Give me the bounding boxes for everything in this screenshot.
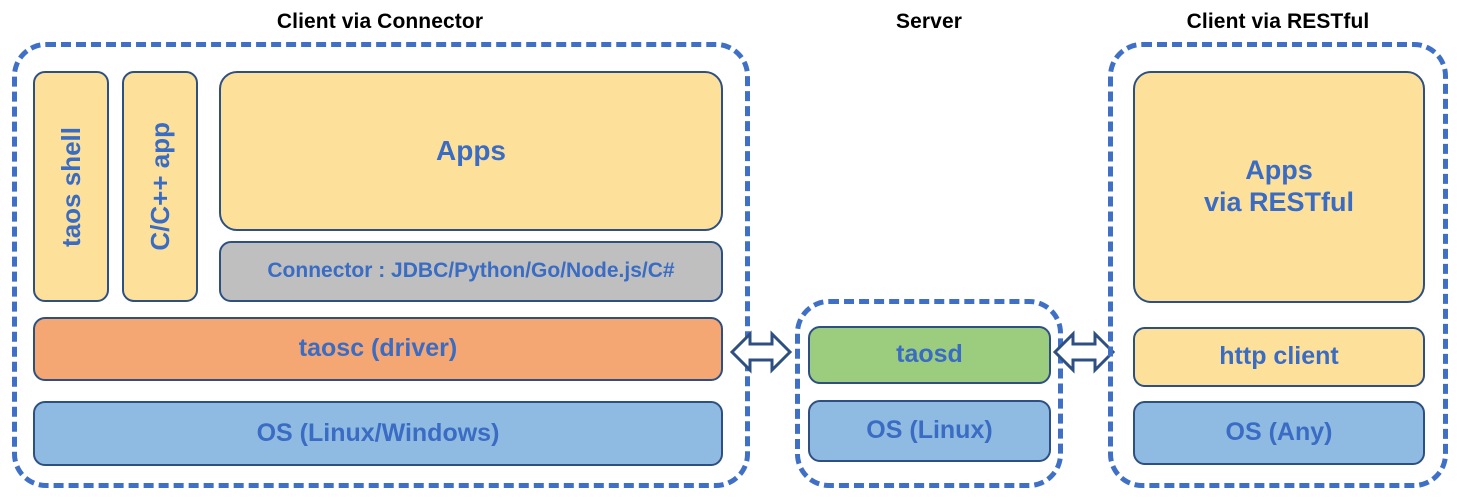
box-taosd[interactable]: taosd	[808, 326, 1051, 384]
box-c-cpp-app-label: C/C++ app	[144, 122, 175, 251]
section-title-server: Server	[896, 10, 962, 33]
double-arrow-icon-client-connector-to-server	[729, 322, 793, 382]
box-os-any[interactable]: OS (Any)	[1133, 401, 1425, 465]
box-os-linux-windows-label: OS (Linux/Windows)	[256, 418, 500, 447]
box-os-linux[interactable]: OS (Linux)	[808, 400, 1051, 462]
box-taos-shell[interactable]: taos shell	[33, 71, 109, 302]
box-taosd-label: taosd	[896, 340, 963, 369]
box-taosc-driver[interactable]: taosc (driver)	[33, 317, 723, 381]
box-os-linux-label: OS (Linux)	[866, 416, 993, 445]
group-server	[795, 299, 1063, 488]
box-taosc-driver-label: taosc (driver)	[298, 334, 458, 363]
group-client-via-connector	[12, 42, 750, 488]
box-taos-shell-label: taos shell	[55, 126, 86, 247]
box-apps[interactable]: Apps	[219, 71, 723, 231]
box-http-client-label: http client	[1219, 342, 1339, 371]
box-apps-via-restful-line2: via RESTful	[1203, 187, 1355, 217]
box-apps-label: Apps	[436, 135, 506, 167]
group-client-via-restful	[1108, 42, 1448, 488]
box-os-linux-windows[interactable]: OS (Linux/Windows)	[33, 401, 723, 466]
box-apps-via-restful[interactable]: Apps via RESTful	[1133, 71, 1425, 303]
box-os-any-label: OS (Any)	[1225, 418, 1333, 447]
box-apps-via-restful-label: Apps via RESTful	[1204, 155, 1354, 219]
box-http-client[interactable]: http client	[1133, 327, 1425, 387]
box-connector-label: Connector : JDBC/Python/Go/Node.js/C#	[267, 259, 675, 283]
box-apps-via-restful-line1: Apps	[1245, 155, 1313, 186]
double-arrow-icon-server-to-client-restful	[1052, 322, 1116, 382]
box-connector[interactable]: Connector : JDBC/Python/Go/Node.js/C#	[219, 241, 723, 302]
section-title-client-via-restful: Client via RESTful	[1186, 10, 1370, 33]
box-c-cpp-app[interactable]: C/C++ app	[122, 71, 198, 302]
section-title-client-via-connector: Client via Connector	[276, 10, 484, 33]
